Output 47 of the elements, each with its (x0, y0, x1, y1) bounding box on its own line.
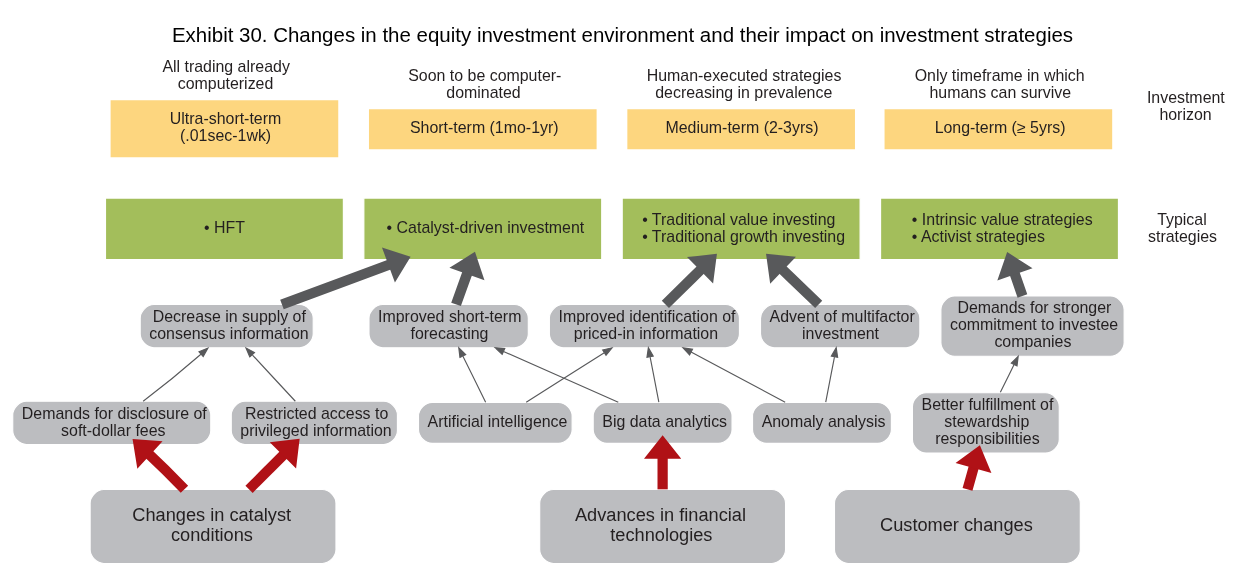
arrow (644, 434, 682, 489)
arrow (449, 251, 485, 306)
arrow (766, 253, 823, 308)
node-box: Medium-term (2-3yrs) (627, 108, 855, 149)
arrow (493, 346, 619, 403)
arrow (525, 346, 614, 403)
node-box: Anomaly analysis (751, 401, 892, 444)
arrow (244, 346, 296, 402)
arrow (142, 346, 210, 402)
node-box: Big data analytics (592, 401, 733, 444)
label: Typical strategies (1148, 210, 1218, 245)
node-box: Advent of multifactor investment (759, 303, 921, 348)
arrow (999, 354, 1019, 393)
node-box: Better fulfillment of stewardship responsibilities (911, 391, 1060, 454)
node-label: All trading already computerized (162, 57, 290, 92)
arrow (280, 247, 411, 309)
node-box: Demands for stronger commitment to investee companies (940, 294, 1125, 357)
node-box: Demands for disclosure of soft-dollar fees (12, 400, 212, 445)
node-box: Artificial intelligence (417, 401, 573, 444)
node-box: Short-term (1mo-1yr) (369, 108, 597, 149)
node-box: • Intrinsic value strategies • Activist strategies (880, 197, 1119, 260)
node-label: Only timeframe in which humans can survive (914, 66, 1085, 101)
node-box: Decrease in supply of consensus information (139, 303, 314, 348)
arrow (661, 253, 717, 308)
arrow (955, 444, 992, 491)
node-box: Customer changes (833, 488, 1081, 564)
node-box: Restricted access to privileged information (230, 400, 398, 445)
arrow (681, 346, 786, 403)
node-label: Soon to be computer-dominated (408, 66, 562, 101)
diagram-title: Exhibit 30. Changes in the equity investment environment and their impact on investment strategies (171, 21, 1074, 45)
node-box: • Catalyst-driven investment (363, 197, 603, 260)
node-label: Human-executed strategies decreasing in prevalence (646, 66, 842, 101)
node-box: • Traditional value investing • Traditional growth investing (621, 197, 861, 260)
node-box: Improved identification of priced-in information (548, 303, 740, 348)
arrow (646, 345, 660, 403)
arrow (825, 345, 839, 403)
arrow (458, 345, 487, 403)
node-box: Improved short-term forecasting (368, 303, 529, 348)
arrow (997, 251, 1033, 298)
node-box: • HFT (104, 197, 344, 260)
node-box: Changes in catalyst conditions (89, 488, 337, 564)
node-box: Ultra-short-term (.01sec-1wk) (110, 99, 339, 157)
node-box: Advances in financial technologies (539, 488, 787, 564)
arrow (132, 438, 189, 493)
label: Investment horizon (1146, 88, 1225, 123)
node-box: Long-term (≥ 5yrs) (884, 108, 1113, 149)
arrow (245, 438, 300, 493)
